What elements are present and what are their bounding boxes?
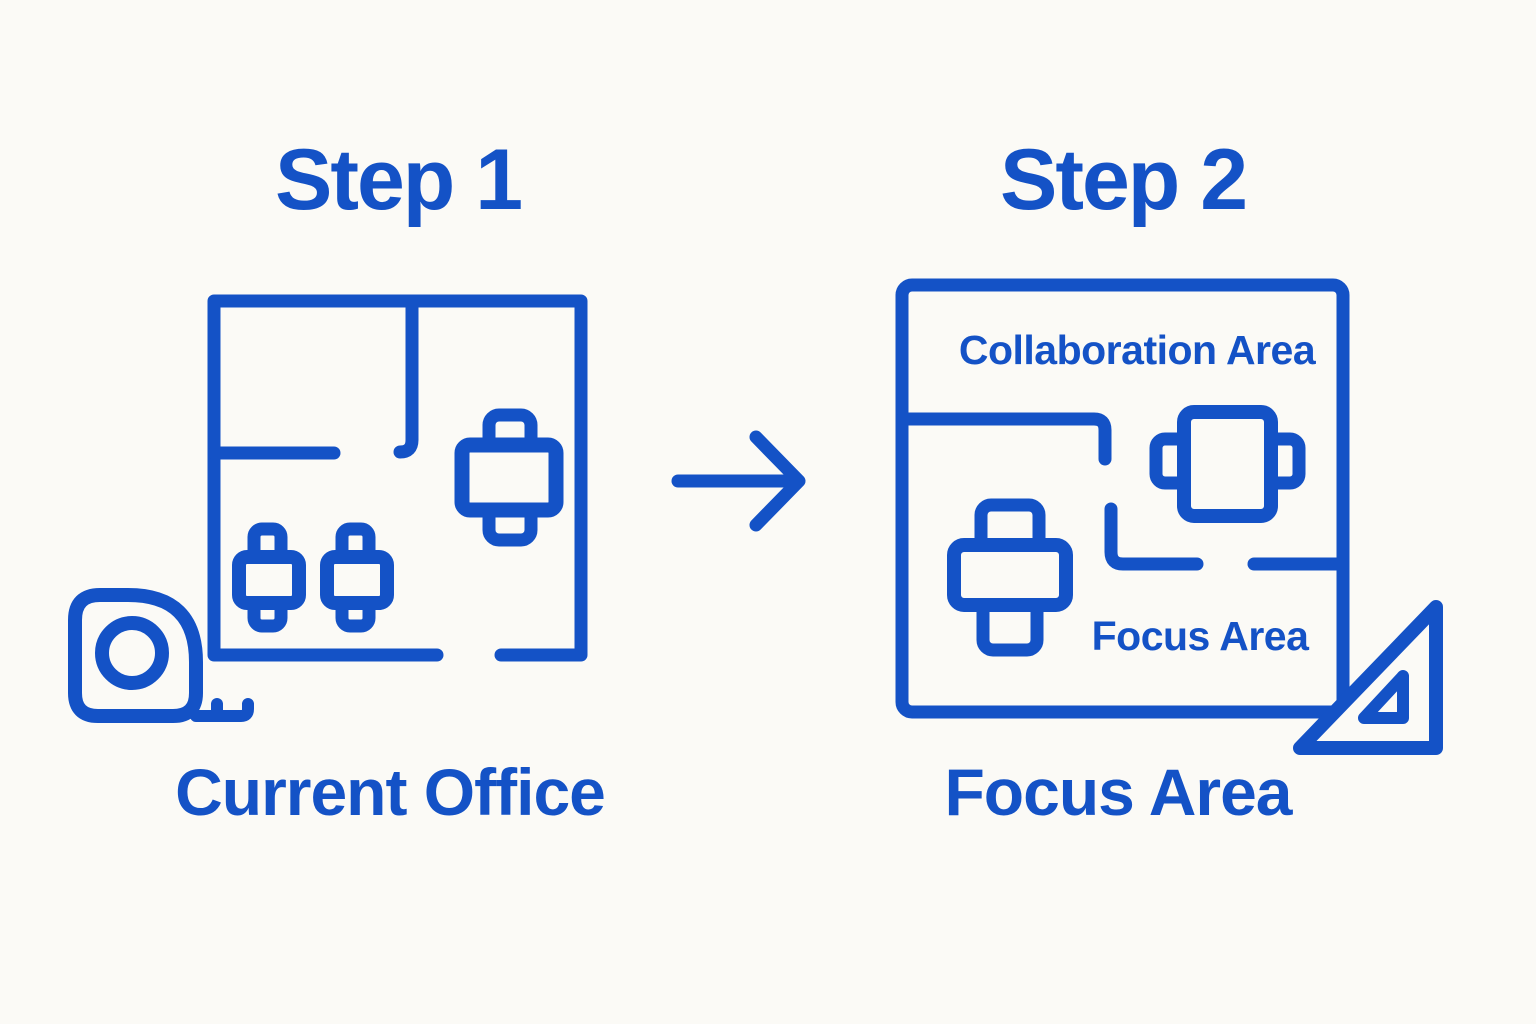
arrow-right-icon: [671, 430, 806, 532]
desk-icon: [232, 550, 306, 610]
desk-icon: [454, 437, 564, 518]
desk-with-chairs-icon: [454, 408, 564, 547]
step2-outer-walls: [895, 278, 1350, 719]
set-square-hole: [1358, 670, 1409, 724]
step1-inner-wall-vertical: [393, 300, 419, 459]
zone-label-collaboration: Collaboration Area: [958, 327, 1316, 373]
tape-measure-reel: [95, 616, 169, 690]
step1-title: Step 1: [274, 132, 523, 228]
desk-with-chairs-icon: [947, 498, 1073, 657]
step1-floorplan: [207, 294, 588, 662]
step1-caption: Current Office: [175, 755, 606, 829]
step2-title: Step 2: [999, 132, 1248, 228]
desk-icon: [320, 550, 394, 610]
tape-measure-tape: [190, 698, 254, 722]
step1-outer-walls: [207, 294, 588, 662]
set-square-icon: [1293, 600, 1443, 755]
arrow-head: [749, 430, 806, 532]
step2-caption: Focus Area: [944, 755, 1292, 829]
desk-icon: [947, 538, 1073, 612]
step2-floorplan: [895, 278, 1350, 719]
step2-collab-wall: [895, 412, 1112, 466]
desk-icon: [1177, 405, 1278, 523]
desk-with-chairs-icon: [1149, 405, 1306, 523]
step2-focus-wall-left: [1104, 502, 1204, 571]
tape-measure-icon: [68, 588, 254, 723]
zone-label-focus: Focus Area: [1091, 613, 1309, 659]
desk-with-chairs-icon: [320, 522, 394, 633]
desk-with-chairs-icon: [232, 522, 306, 633]
